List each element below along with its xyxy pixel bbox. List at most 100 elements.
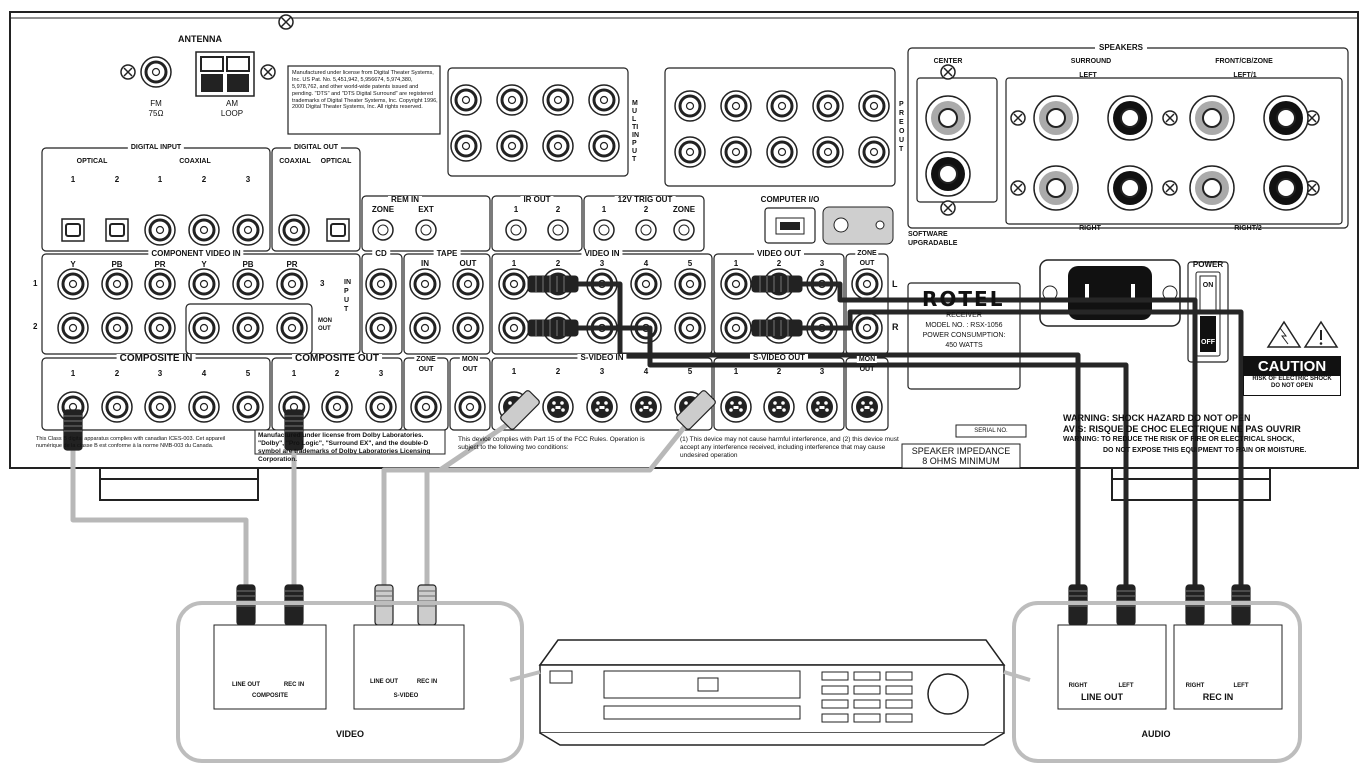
ir-out-title: IR OUT bbox=[520, 196, 554, 204]
component-bottom-3 bbox=[188, 312, 220, 344]
model-line2: MODEL NO. : RSX-1056 bbox=[925, 322, 1003, 329]
component-top-4 bbox=[232, 268, 264, 300]
rotel-logo: ROTEL bbox=[922, 287, 1005, 311]
multi-input-title: MULTI INPUT bbox=[632, 100, 639, 163]
composite-in-number-3: 3 bbox=[157, 369, 163, 378]
svideo-out-1 bbox=[720, 391, 752, 423]
composite-in-number-1: 1 bbox=[70, 369, 76, 378]
tape-bottom-1 bbox=[452, 312, 484, 344]
composite-plug-top-0 bbox=[63, 409, 83, 451]
component-bottom-1 bbox=[101, 312, 133, 344]
coax-out bbox=[278, 214, 310, 246]
component-label-2: PB bbox=[111, 260, 123, 269]
svideo-mon-out bbox=[851, 391, 883, 423]
right-foot bbox=[1111, 467, 1271, 501]
composite-out-number-3: 3 bbox=[378, 369, 384, 378]
video-in-bottom-4 bbox=[674, 312, 706, 344]
video-in-plug-2 bbox=[527, 319, 579, 337]
front-right-minus bbox=[1263, 165, 1309, 211]
speaker-screw-2 bbox=[1162, 110, 1178, 126]
svideo-out-2 bbox=[763, 391, 795, 423]
component-label-1: Y bbox=[70, 260, 76, 269]
coax-in-3 bbox=[232, 214, 264, 246]
audio-cable-4 bbox=[779, 309, 1244, 585]
mon-out-out: OUT bbox=[462, 366, 478, 373]
svideo-in-number-2: 2 bbox=[555, 367, 561, 376]
digital-out-coaxial: COAXIAL bbox=[279, 158, 311, 165]
video-out-top-0 bbox=[720, 268, 752, 300]
composite-plug-top-1 bbox=[284, 409, 304, 451]
svideo-out-number-2: 2 bbox=[776, 367, 782, 376]
mon-out-mon: MON bbox=[459, 356, 481, 363]
pre-out-jack-top-1 bbox=[720, 90, 752, 122]
composite-out-number-1: 1 bbox=[291, 369, 297, 378]
antenna-title: ANTENNA bbox=[178, 34, 222, 44]
pre-out-jack-bottom-3 bbox=[812, 136, 844, 168]
fm-jack bbox=[140, 56, 172, 88]
ir-out-1-jack bbox=[505, 219, 527, 241]
ir-out-2-jack bbox=[547, 219, 569, 241]
video-in-top-4 bbox=[674, 268, 706, 300]
model-line3: POWER CONSUMPTION: bbox=[922, 332, 1006, 339]
video-in-number-4: 4 bbox=[643, 259, 649, 268]
zone-out-zone: ZONE bbox=[855, 250, 879, 257]
surround-right-plus bbox=[1033, 165, 1079, 211]
pre-out-jack-top-2 bbox=[766, 90, 798, 122]
surround-left-plus bbox=[1033, 95, 1079, 141]
impedance-2: 8 OHMS MINIMUM bbox=[922, 456, 1000, 466]
speaker-screw-0 bbox=[1010, 110, 1026, 126]
optical-in-2 bbox=[105, 218, 129, 242]
warning-3: WARNING: TO REDUCE THE RISK OF FIRE OR E… bbox=[1063, 436, 1295, 443]
video-out-number-2: 2 bbox=[776, 259, 782, 268]
audio-box-outline bbox=[1012, 601, 1302, 763]
upgradable-label: UPGRADABLE bbox=[908, 240, 958, 247]
dts-notice: Manufactured under license from Digital … bbox=[292, 70, 438, 111]
video-in-number-5: 5 bbox=[687, 259, 693, 268]
video-svideo-rec-in: REC IN bbox=[416, 679, 438, 685]
digital-input-number-1: 1 bbox=[70, 175, 76, 184]
video-out-plug-2 bbox=[751, 319, 803, 337]
power-on: ON bbox=[1202, 282, 1214, 289]
caution-line1: RISK OF ELECTRIC SHOCK bbox=[1252, 376, 1332, 382]
mon-out2-mon: MON bbox=[856, 356, 878, 363]
multi-in-jack-top-0 bbox=[450, 84, 482, 116]
audio-rec-in-right: RIGHT bbox=[1185, 683, 1205, 689]
svideo-in-4 bbox=[630, 391, 662, 423]
trig-out-zone: ZONE bbox=[672, 205, 696, 214]
component-row-3: 3 bbox=[320, 279, 325, 288]
center-minus bbox=[925, 151, 971, 197]
trig-out-1: 1 bbox=[601, 205, 607, 214]
zone-out-l: L bbox=[892, 279, 898, 289]
video-in-number-1: 1 bbox=[511, 259, 517, 268]
digital-input-number-4: 2 bbox=[201, 175, 207, 184]
video-out-number-3: 3 bbox=[819, 259, 825, 268]
tape-top-0 bbox=[409, 268, 441, 300]
component-row-2: 2 bbox=[33, 322, 38, 331]
tape-bottom-0 bbox=[409, 312, 441, 344]
digital-input-number-5: 3 bbox=[245, 175, 251, 184]
video-in-top-0 bbox=[498, 268, 530, 300]
trig-out-title: 12V TRIG OUT bbox=[614, 196, 676, 204]
fcc-notice-1: This device complies with Part 15 of the… bbox=[458, 436, 645, 452]
multi-in-jack-bottom-2 bbox=[542, 130, 574, 162]
am-label: AM bbox=[226, 99, 238, 108]
computer-io-label: COMPUTER I/O bbox=[760, 195, 820, 204]
svideo-in-number-5: 5 bbox=[687, 367, 693, 376]
composite-in-number-5: 5 bbox=[245, 369, 251, 378]
video-composite-rec-in: REC IN bbox=[283, 682, 305, 688]
component-top-1 bbox=[101, 268, 133, 300]
digital-out-optical: OPTICAL bbox=[320, 158, 352, 165]
tape-top-1 bbox=[452, 268, 484, 300]
pre-out-jack-top-3 bbox=[812, 90, 844, 122]
fm-label: FM bbox=[150, 99, 162, 108]
digital-input-title: DIGITAL INPUT bbox=[127, 144, 185, 151]
cd-r bbox=[365, 312, 397, 344]
svideo-cable-2 bbox=[424, 418, 692, 585]
rem-zone: ZONE bbox=[371, 205, 395, 214]
audio-cable-2 bbox=[555, 325, 1129, 585]
caution-title: CAUTION bbox=[1244, 357, 1340, 376]
mon-out-jack bbox=[454, 391, 486, 423]
ir-out-2: 2 bbox=[555, 205, 561, 214]
composite-out-3 bbox=[365, 391, 397, 423]
